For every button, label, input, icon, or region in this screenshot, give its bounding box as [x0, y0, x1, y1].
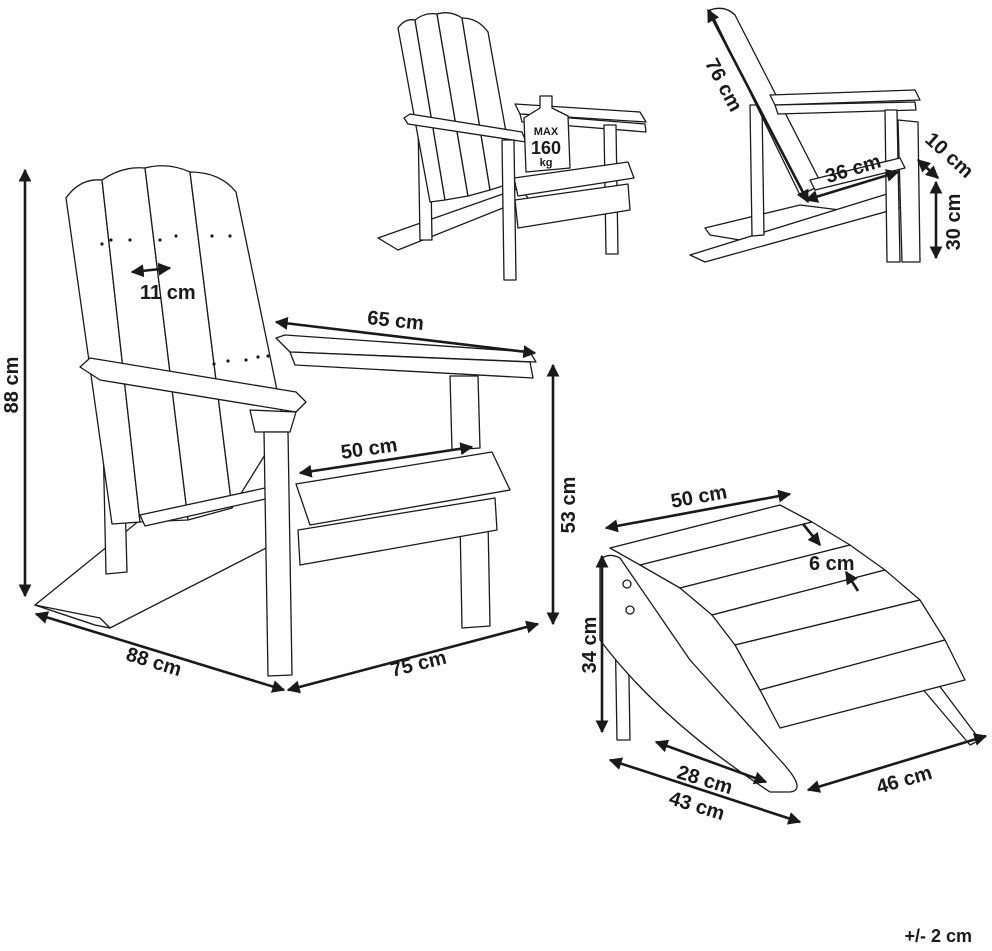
- seat-front-apron: [297, 497, 498, 566]
- label-chair-height: 88 cm: [1, 357, 23, 414]
- side-front-leg: [897, 119, 921, 263]
- label-chair-width: 75 cm: [388, 647, 448, 682]
- weight-badge: [523, 95, 571, 173]
- dimension-lines: [18, 8, 988, 825]
- badge-unit: kg: [540, 157, 553, 169]
- left-arm-top: [79, 357, 307, 413]
- ottoman: [599, 504, 981, 793]
- tolerance-note: +/- 2 cm: [904, 926, 972, 946]
- label-armrest-width: 65 cm: [366, 307, 425, 335]
- label-slat-width: 11 cm: [140, 282, 196, 304]
- right-arm-front: [289, 351, 534, 379]
- load-seat-apron: [514, 183, 631, 229]
- label-arm-height: 53 cm: [558, 477, 580, 534]
- chair-load-view: MAX 160 kg: [377, 12, 647, 281]
- ottoman-slat-6: [759, 639, 966, 729]
- label-stool-height: 34 cm: [579, 617, 601, 674]
- right-arm-support: [449, 375, 481, 451]
- label-seat-height: 30 cm: [943, 194, 965, 251]
- side-rear-leg: [749, 104, 765, 237]
- label-seat-depth: 36 cm: [823, 150, 884, 188]
- badge-weight: 160: [531, 138, 561, 158]
- load-seat-front: [513, 161, 635, 197]
- load-left-leg: [501, 139, 517, 281]
- label-arm-gap: 10 cm: [921, 128, 978, 182]
- badge-max: MAX: [534, 126, 559, 138]
- chair-side-view: [689, 7, 921, 263]
- main-chair: [34, 165, 537, 677]
- load-left-arm: [403, 113, 527, 143]
- left-front-leg: [263, 431, 293, 677]
- label-stool-slat: 6 cm: [809, 553, 855, 575]
- left-arm-front: [249, 409, 297, 433]
